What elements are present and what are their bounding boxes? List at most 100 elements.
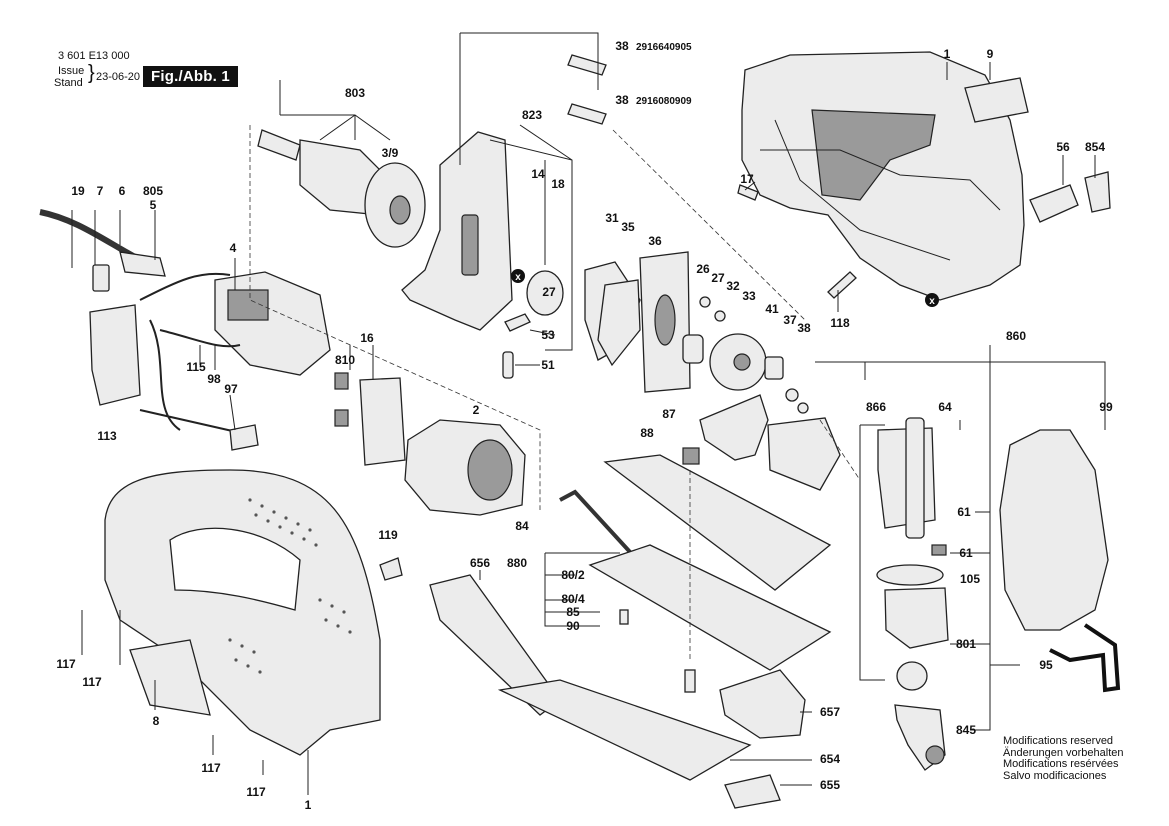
base-plate-upper bbox=[603, 454, 832, 591]
callout-6: 6 bbox=[119, 184, 126, 198]
callout-90: 90 bbox=[566, 619, 580, 633]
callout-36: 36 bbox=[648, 234, 662, 248]
callout-35: 35 bbox=[621, 220, 635, 234]
callout-118: 118 bbox=[830, 316, 850, 330]
motor-frame-slot bbox=[461, 214, 479, 276]
knob-854 bbox=[1084, 171, 1111, 213]
base-plate-lower bbox=[588, 544, 832, 671]
callout-85: 85 bbox=[566, 605, 580, 619]
callout-61-lower: 61 bbox=[959, 546, 973, 560]
callout-823: 823 bbox=[522, 108, 542, 122]
callout-801: 801 bbox=[956, 637, 976, 651]
sds-clamp-801 bbox=[884, 587, 949, 649]
gasket-35 bbox=[597, 279, 641, 367]
callout-31: 31 bbox=[605, 211, 619, 225]
issue-date: 23-06-20 bbox=[96, 71, 141, 83]
pin-17 bbox=[737, 184, 759, 201]
modification-notes: Modifications reserved Änderungen vorbeh… bbox=[1003, 735, 1124, 782]
wire-bracket-95 bbox=[1049, 623, 1121, 693]
pin-51 bbox=[502, 351, 514, 379]
callout-8: 8 bbox=[153, 714, 160, 728]
screw-85 bbox=[619, 609, 629, 625]
assembly-line bbox=[612, 129, 806, 321]
yoke-87 bbox=[699, 394, 769, 461]
callout-1-housing: 1 bbox=[944, 47, 951, 61]
leader bbox=[544, 552, 620, 627]
anti-splinter-655 bbox=[724, 774, 781, 809]
gear-hub bbox=[733, 353, 751, 371]
callout-117-c: 117 bbox=[201, 761, 221, 775]
callout-98: 98 bbox=[207, 372, 221, 386]
leader bbox=[459, 32, 599, 165]
switch-lever-56 bbox=[1029, 184, 1079, 223]
leader bbox=[71, 210, 156, 268]
callout-97: 97 bbox=[224, 382, 238, 396]
callout-803: 803 bbox=[345, 86, 365, 100]
connector-97 bbox=[229, 424, 259, 451]
callout-805: 805 bbox=[143, 184, 163, 198]
leader bbox=[489, 124, 573, 351]
callout-33: 33 bbox=[742, 289, 756, 303]
hex-key-84 bbox=[559, 489, 632, 554]
callout-657: 657 bbox=[820, 705, 840, 719]
callout-19: 19 bbox=[71, 184, 85, 198]
callout-80-2: 80/2 bbox=[561, 568, 585, 582]
note-es: Salvo modificaciones bbox=[1003, 769, 1107, 782]
front-cover-99 bbox=[999, 429, 1109, 631]
cord-clamp-7 bbox=[92, 264, 110, 292]
part-number-38-upper: 2916640905 bbox=[636, 42, 692, 53]
callout-41: 41 bbox=[765, 302, 779, 316]
note-de: Änderungen vorbehalten bbox=[1003, 746, 1124, 759]
x-marker: x bbox=[511, 269, 525, 283]
callout-880: 880 bbox=[507, 556, 527, 570]
leader bbox=[1062, 155, 1096, 185]
leader bbox=[859, 424, 885, 681]
callout-51: 51 bbox=[541, 358, 555, 372]
leader bbox=[815, 345, 1106, 430]
leader bbox=[515, 329, 556, 366]
handle-grip-opening bbox=[169, 527, 301, 611]
x-marker: x bbox=[925, 293, 939, 307]
callout-117-b: 117 bbox=[82, 675, 102, 689]
callout-26: 26 bbox=[696, 262, 710, 276]
callout-56: 56 bbox=[1056, 140, 1070, 154]
brush-holder-16 bbox=[359, 377, 406, 466]
callout-113: 113 bbox=[97, 429, 117, 443]
callout-99: 99 bbox=[1099, 400, 1113, 414]
callout-27: 27 bbox=[711, 271, 725, 285]
callout-80-4: 80/4 bbox=[561, 592, 585, 606]
callout-37: 37 bbox=[783, 313, 797, 327]
callout-117-a: 117 bbox=[56, 657, 76, 671]
callout-3-9: 3/9 bbox=[382, 146, 399, 160]
spring-61 bbox=[931, 544, 947, 556]
part-119 bbox=[379, 557, 403, 581]
label-8 bbox=[129, 639, 211, 716]
callout-5: 5 bbox=[150, 198, 157, 212]
guide-roller bbox=[925, 745, 945, 765]
callout-84: 84 bbox=[515, 519, 529, 533]
callout-105: 105 bbox=[960, 572, 980, 586]
housing-window bbox=[811, 109, 936, 201]
callout-38-upper: 38 bbox=[615, 39, 629, 53]
plunger-64 bbox=[905, 417, 925, 539]
pin-38-upper bbox=[567, 54, 607, 76]
bearing-27 bbox=[526, 270, 564, 316]
clip-38 bbox=[797, 402, 809, 414]
brace-glyph: } bbox=[88, 62, 95, 84]
callout-27-bearing: 27 bbox=[542, 285, 556, 299]
leader bbox=[730, 711, 812, 786]
callout-854: 854 bbox=[1085, 140, 1105, 154]
vent-dots bbox=[228, 498, 352, 674]
washer-37 bbox=[785, 388, 799, 402]
callout-866: 866 bbox=[866, 400, 886, 414]
leader bbox=[81, 610, 121, 665]
callout-53: 53 bbox=[541, 328, 555, 342]
callout-95: 95 bbox=[1039, 658, 1053, 672]
ring-105 bbox=[876, 564, 944, 586]
cord-guard-805 bbox=[119, 251, 166, 277]
callout-14: 14 bbox=[531, 167, 545, 181]
assembly-line bbox=[819, 419, 861, 481]
pin-38-lower bbox=[567, 103, 607, 125]
